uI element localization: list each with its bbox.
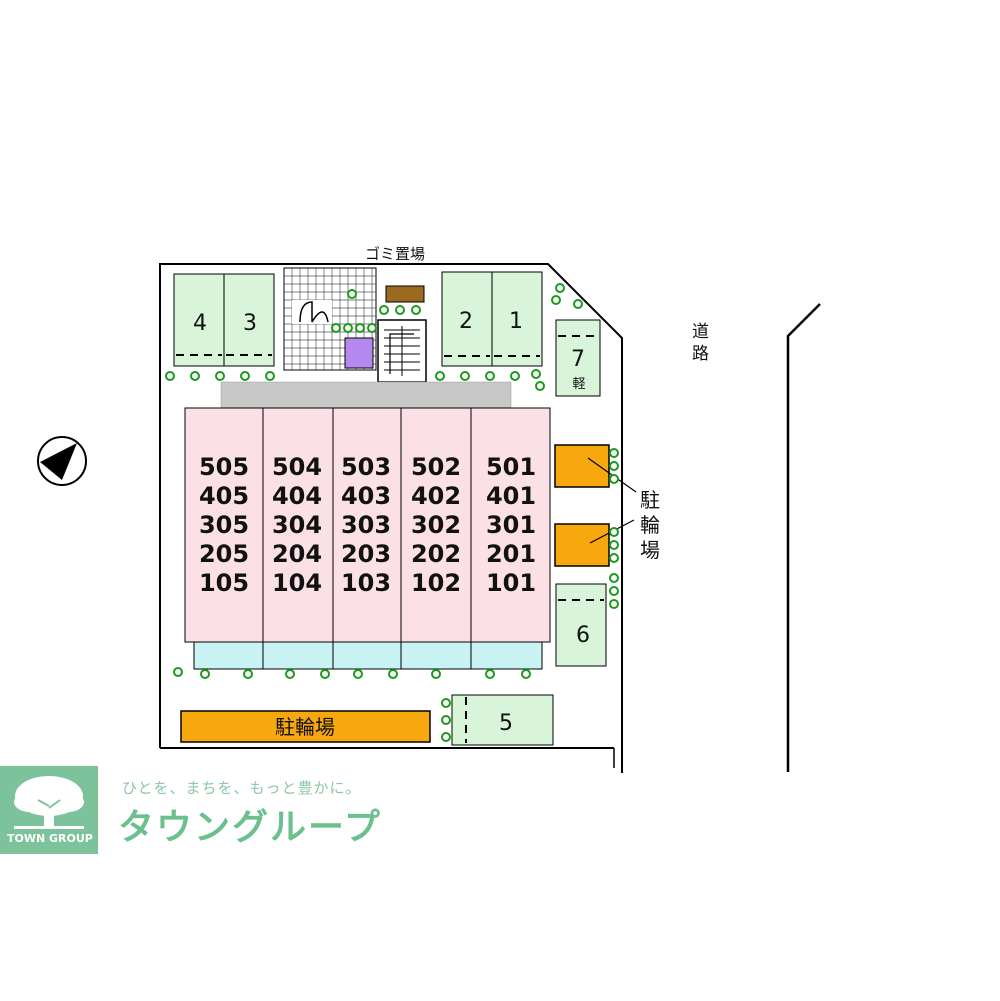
parking-space-7: [555, 319, 601, 397]
bicycle-parking-upper: [554, 444, 610, 488]
unit-label: 201: [486, 540, 536, 568]
parking-number: 7: [571, 347, 585, 372]
unit-label: 504: [272, 453, 322, 481]
unit-label: 503: [341, 453, 391, 481]
brand-tagline: ひとを、まちを、もっと豊かに。: [122, 779, 362, 797]
bicycle-parking-bottom-label: 駐輪場: [275, 715, 335, 739]
unit-label: 405: [199, 482, 249, 510]
shrubs: [165, 283, 619, 742]
parking-space-2: [441, 271, 493, 367]
unit-label: 105: [199, 569, 249, 597]
bicycle-parking-label: 輪: [640, 513, 660, 537]
garbage-area: [385, 285, 425, 303]
parking-number: 3: [243, 311, 257, 336]
parking-number: 5: [499, 711, 513, 736]
unit-label: 202: [411, 540, 461, 568]
unit-label: 204: [272, 540, 322, 568]
brand-logo: [0, 766, 98, 854]
parking-space-5: [451, 694, 554, 746]
bicycle-parking-lower: [554, 523, 610, 567]
parking-number: 2: [459, 309, 473, 334]
road-label: 道: [692, 322, 709, 342]
unit-label: 104: [272, 569, 322, 597]
garbage-area-label: ゴミ置場: [365, 245, 425, 263]
unit-label: 403: [341, 482, 391, 510]
unit-label: 304: [272, 511, 322, 539]
bicycle-parking-label: 場: [640, 538, 660, 562]
unit-label: 103: [341, 569, 391, 597]
unit-label: 101: [486, 569, 536, 597]
bicycle-parking-label: 駐: [640, 488, 660, 512]
unit-label: 505: [199, 453, 249, 481]
utility-box: [344, 337, 374, 369]
brand-title: タウングループ: [118, 807, 382, 848]
staircase: [377, 319, 427, 383]
unit-label: 404: [272, 482, 322, 510]
unit-label: 305: [199, 511, 249, 539]
site-boundary: [159, 263, 623, 773]
balconies: [193, 641, 543, 670]
parking-space-6: [555, 583, 607, 667]
tree-icon: [14, 776, 84, 829]
corridor: [220, 381, 512, 409]
parking-number: 6: [576, 623, 590, 648]
unit-label: 401: [486, 482, 536, 510]
brand-name: TOWN GROUP: [7, 832, 93, 845]
unit-label: 102: [411, 569, 461, 597]
road-label: 路: [692, 344, 709, 364]
parking-number: 1: [509, 309, 523, 334]
north-arrow-icon: [37, 436, 87, 486]
parking-space-3: [223, 273, 275, 367]
unit-label: 205: [199, 540, 249, 568]
bicycle-parking-bottom: [180, 710, 431, 743]
unit-label: 502: [411, 453, 461, 481]
unit-label: 402: [411, 482, 461, 510]
parking-space-1: [491, 271, 543, 367]
unit-label: 302: [411, 511, 461, 539]
unit-label: 501: [486, 453, 536, 481]
unit-label: 203: [341, 540, 391, 568]
unit-label: 301: [486, 511, 536, 539]
kei-label: 軽: [572, 377, 585, 392]
building: [184, 407, 551, 643]
road-edge: [786, 303, 821, 772]
parking-number: 4: [193, 311, 207, 336]
unit-label: 303: [341, 511, 391, 539]
